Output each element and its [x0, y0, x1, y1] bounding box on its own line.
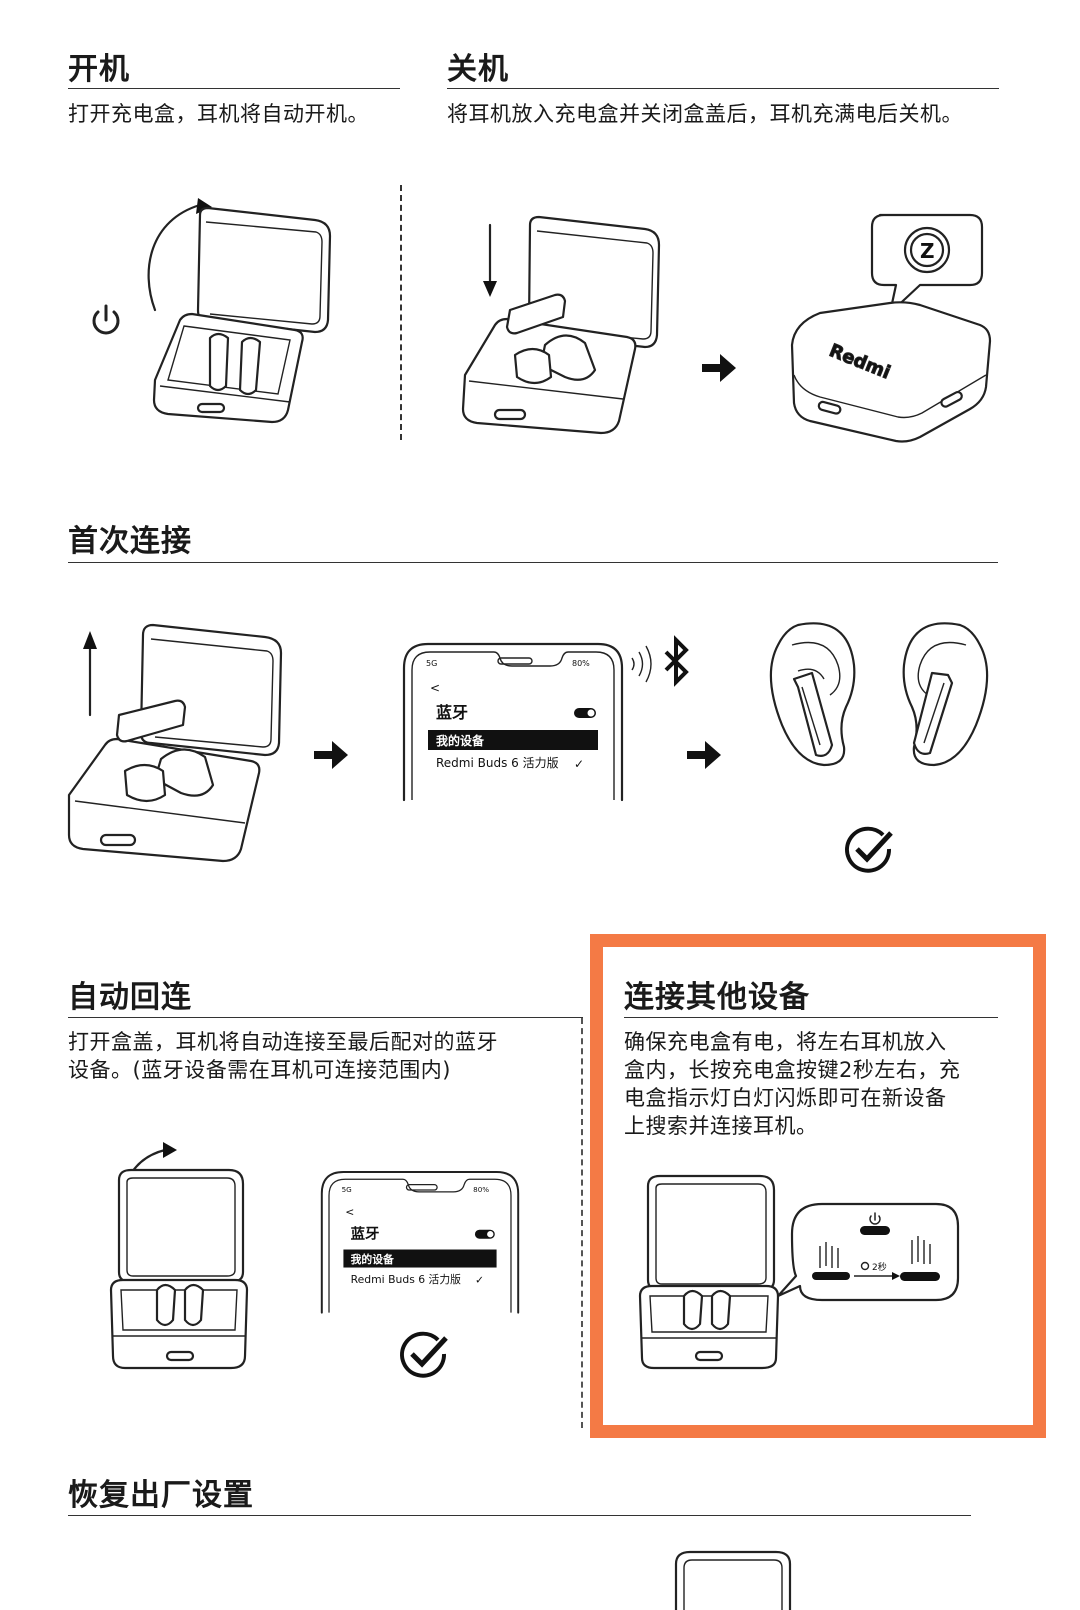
auto-reconnect-text-line2: 设备。(蓝牙设备需在耳机可连接范围内) — [68, 1058, 451, 1082]
arrow-right-icon — [687, 741, 721, 769]
power-icon — [869, 1212, 881, 1225]
sleep-icon: Z — [903, 226, 951, 274]
section-divider — [400, 185, 402, 440]
svg-text:<: < — [345, 1205, 354, 1218]
connect-other-text-line2: 盒内，长按充电盒按键2秒左右，充 — [624, 1058, 961, 1082]
bluetooth-icon — [631, 635, 689, 687]
check-circle-icon — [400, 1331, 448, 1378]
svg-text:<: < — [430, 681, 440, 695]
arrow-right-icon — [314, 741, 348, 769]
connect-other-title: 连接其他设备 — [624, 980, 810, 1015]
svg-text:✓: ✓ — [574, 757, 584, 771]
svg-text:Redmi Buds 6 活力版: Redmi Buds 6 活力版 — [351, 1272, 462, 1286]
svg-text:我的设备: 我的设备 — [436, 733, 485, 748]
connect-other-text-line4: 上搜索并连接耳机。 — [624, 1114, 818, 1138]
first-connect-title: 首次连接 — [68, 524, 192, 559]
svg-text:Z: Z — [920, 239, 935, 263]
connect-other-text-line3: 电盒指示灯白灯闪烁即可在新设备 — [624, 1086, 947, 1110]
svg-text:蓝牙: 蓝牙 — [436, 703, 468, 722]
auto-reconnect-open-case-illustration — [109, 1142, 249, 1370]
svg-text:✓: ✓ — [475, 1274, 484, 1287]
svg-text:80%: 80% — [473, 1185, 489, 1194]
svg-text:Redmi Buds 6 活力版: Redmi Buds 6 活力版 — [436, 756, 559, 770]
svg-text:我的设备: 我的设备 — [351, 1252, 394, 1266]
svg-text:80%: 80% — [572, 659, 590, 668]
svg-text:蓝牙: 蓝牙 — [351, 1225, 380, 1243]
connect-other-text-line1: 确保充电盒有电，将左右耳机放入 — [624, 1030, 947, 1054]
arrow-right-icon — [702, 354, 736, 382]
closed-case-sleep-illustration: Z Redmi — [790, 213, 992, 443]
first-connect-open-case-illustration — [67, 623, 283, 863]
power-on-text: 打开充电盒，耳机将自动开机。 — [68, 102, 369, 126]
press-button-illustration: 2秒 — [638, 1174, 960, 1370]
power-off-rule — [447, 88, 999, 89]
auto-reconnect-rule — [68, 1017, 583, 1018]
power-on-illustration — [92, 198, 332, 424]
press-duration-label: 2秒 — [872, 1261, 887, 1273]
auto-reconnect-title: 自动回连 — [68, 980, 192, 1015]
phone-bluetooth-screen: 5G 80% < 蓝牙 我的设备 Redmi Buds 6 活力版 ✓ — [402, 642, 624, 802]
lid-open-arrow-icon — [147, 203, 202, 312]
factory-reset-title: 恢复出厂设置 — [68, 1478, 254, 1513]
svg-text:5G: 5G — [426, 659, 437, 668]
power-off-insert-illustration — [461, 215, 661, 435]
power-icon — [92, 304, 120, 335]
factory-reset-case-illustration — [674, 1550, 792, 1610]
auto-reconnect-text-line1: 打开盒盖，耳机将自动连接至最后配对的蓝牙 — [68, 1030, 498, 1054]
arrow-down-icon — [483, 223, 497, 297]
power-on-rule — [68, 88, 400, 89]
connect-other-rule — [624, 1017, 998, 1018]
earbuds-in-ears-illustration — [769, 622, 989, 767]
power-on-title: 开机 — [68, 52, 130, 87]
phone-bluetooth-screen-2: 5G 80% < 蓝牙 我的设备 Redmi Buds 6 活力版 ✓ — [320, 1171, 520, 1314]
section-divider-2 — [581, 1018, 583, 1428]
power-off-title: 关机 — [447, 52, 509, 87]
svg-text:5G: 5G — [342, 1185, 352, 1194]
first-connect-rule — [68, 562, 998, 563]
arrow-up-icon — [83, 631, 97, 717]
check-circle-icon — [845, 826, 893, 873]
power-off-text: 将耳机放入充电盒并关闭盒盖后，耳机充满电后关机。 — [447, 102, 963, 126]
factory-reset-rule — [68, 1515, 971, 1516]
